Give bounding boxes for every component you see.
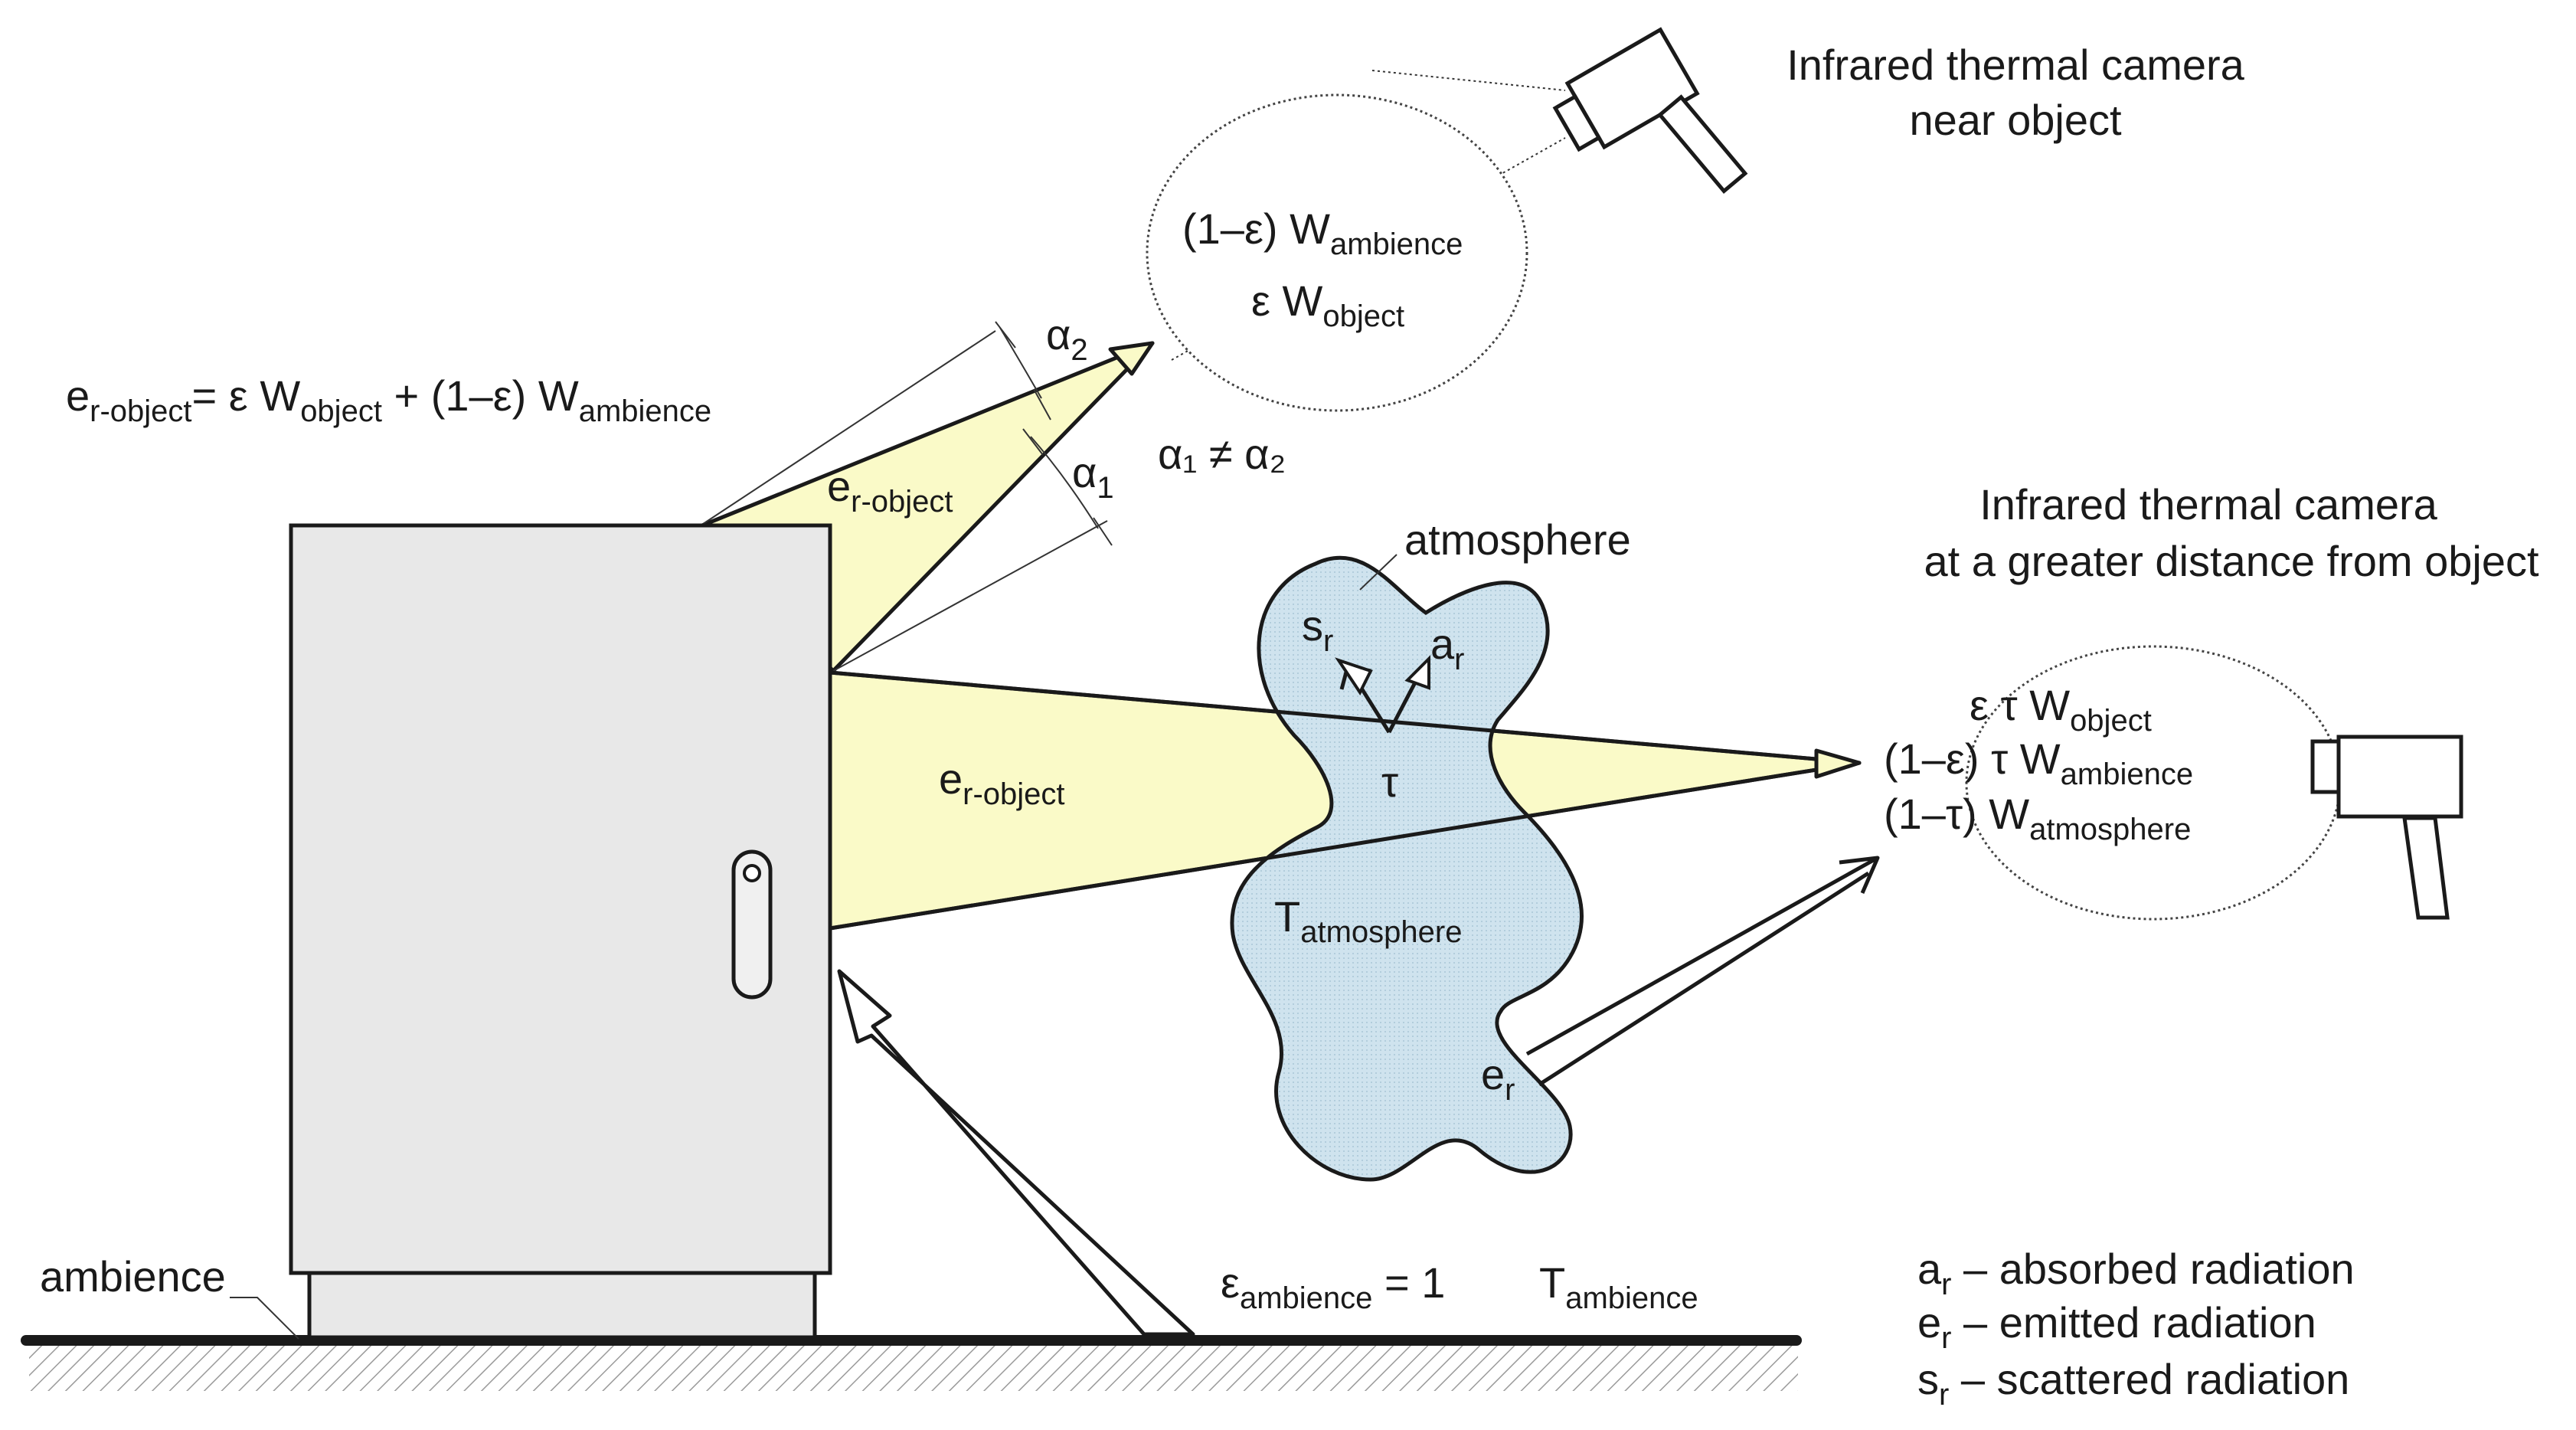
alpha1-tick-a — [1022, 428, 1044, 456]
atmosphere-leader — [1359, 554, 1398, 591]
atmosphere-emission-arrow — [1525, 856, 1880, 1087]
main-formula: er-object= ε Wobject + (1–ε) Wambience — [66, 371, 711, 428]
tau-symbol: τ — [1381, 758, 1398, 806]
cabinet-base — [307, 1271, 817, 1340]
atmosphere-emitted-symbol: er — [1481, 1050, 1515, 1107]
scattered-symbol: sr — [1302, 601, 1333, 658]
near-camera-cone-top — [1371, 70, 1566, 91]
far-bubble-line2: (1–ε) τ Wambience — [1884, 735, 2193, 791]
cabinet-lock — [743, 864, 761, 882]
lower-beam-label: er-object — [939, 754, 1065, 811]
ground-hatching — [29, 1343, 1798, 1391]
near-bubble-line1: (1–ε) Wambience — [1182, 205, 1463, 261]
absorbed-symbol: ar — [1430, 620, 1464, 676]
legend-item-emitted: er – emitted radiation — [1917, 1298, 2316, 1355]
camera-far-title-line1: Infrared thermal camera — [1979, 480, 2437, 528]
camera-near-title-line1: Infrared thermal camera — [1787, 41, 2244, 89]
absorbed-arrowhead — [1404, 655, 1430, 690]
alpha1-arc — [1030, 436, 1099, 529]
alpha1-ref-line — [832, 520, 1108, 672]
upper-beam-label: er-object — [827, 462, 953, 519]
alpha2-tick-a — [995, 321, 1016, 349]
far-bubble-line1: ε τ Wobject — [1970, 681, 2152, 738]
atmosphere-label: atmosphere — [1404, 515, 1631, 564]
ambient-radiation-arrow — [837, 969, 1195, 1337]
alpha1-tick-b — [1093, 517, 1113, 546]
alpha-inequality: α₁ ≠ α₂ — [1158, 430, 1286, 478]
legend-item-absorbed: ar – absorbed radiation — [1917, 1245, 2355, 1301]
alpha2-label: α2 — [1046, 310, 1088, 367]
far-bubble-line3: (1–τ) Watmosphere — [1884, 790, 2191, 846]
ambience-emissivity: εambience = 1 — [1221, 1258, 1445, 1315]
scattered-arrowhead — [1335, 657, 1373, 695]
near-camera-bubble — [1146, 93, 1528, 412]
legend-item-scattered: sr – scattered radiation — [1917, 1355, 2349, 1412]
upper-beam-arrowhead — [1108, 341, 1155, 376]
alpha1-label: α1 — [1072, 448, 1114, 505]
alpha2-arc — [999, 327, 1042, 399]
legend: ar – absorbed radiation er – emitted rad… — [1917, 1245, 2355, 1412]
cabinet-handle — [731, 849, 773, 1000]
alpha2-ref-line — [698, 330, 996, 528]
alpha2-tick-b — [1033, 388, 1051, 420]
ambience-temperature: Tambience — [1539, 1258, 1698, 1315]
far-camera-icon — [2310, 735, 2463, 920]
atmosphere-cloud — [1230, 555, 1584, 1182]
atmosphere-temperature: Tatmosphere — [1274, 892, 1462, 949]
ambience-label: ambience — [40, 1252, 226, 1301]
near-bubble-line2: ε Wobject — [1251, 277, 1404, 333]
camera-far-title-line2: at a greater distance from object — [1924, 537, 2539, 585]
ambience-leader — [230, 1297, 299, 1340]
camera-near-title-line2: near object — [1909, 96, 2122, 144]
lower-beam-arrowhead — [1814, 748, 1862, 779]
near-camera-icon — [1552, 27, 1748, 195]
